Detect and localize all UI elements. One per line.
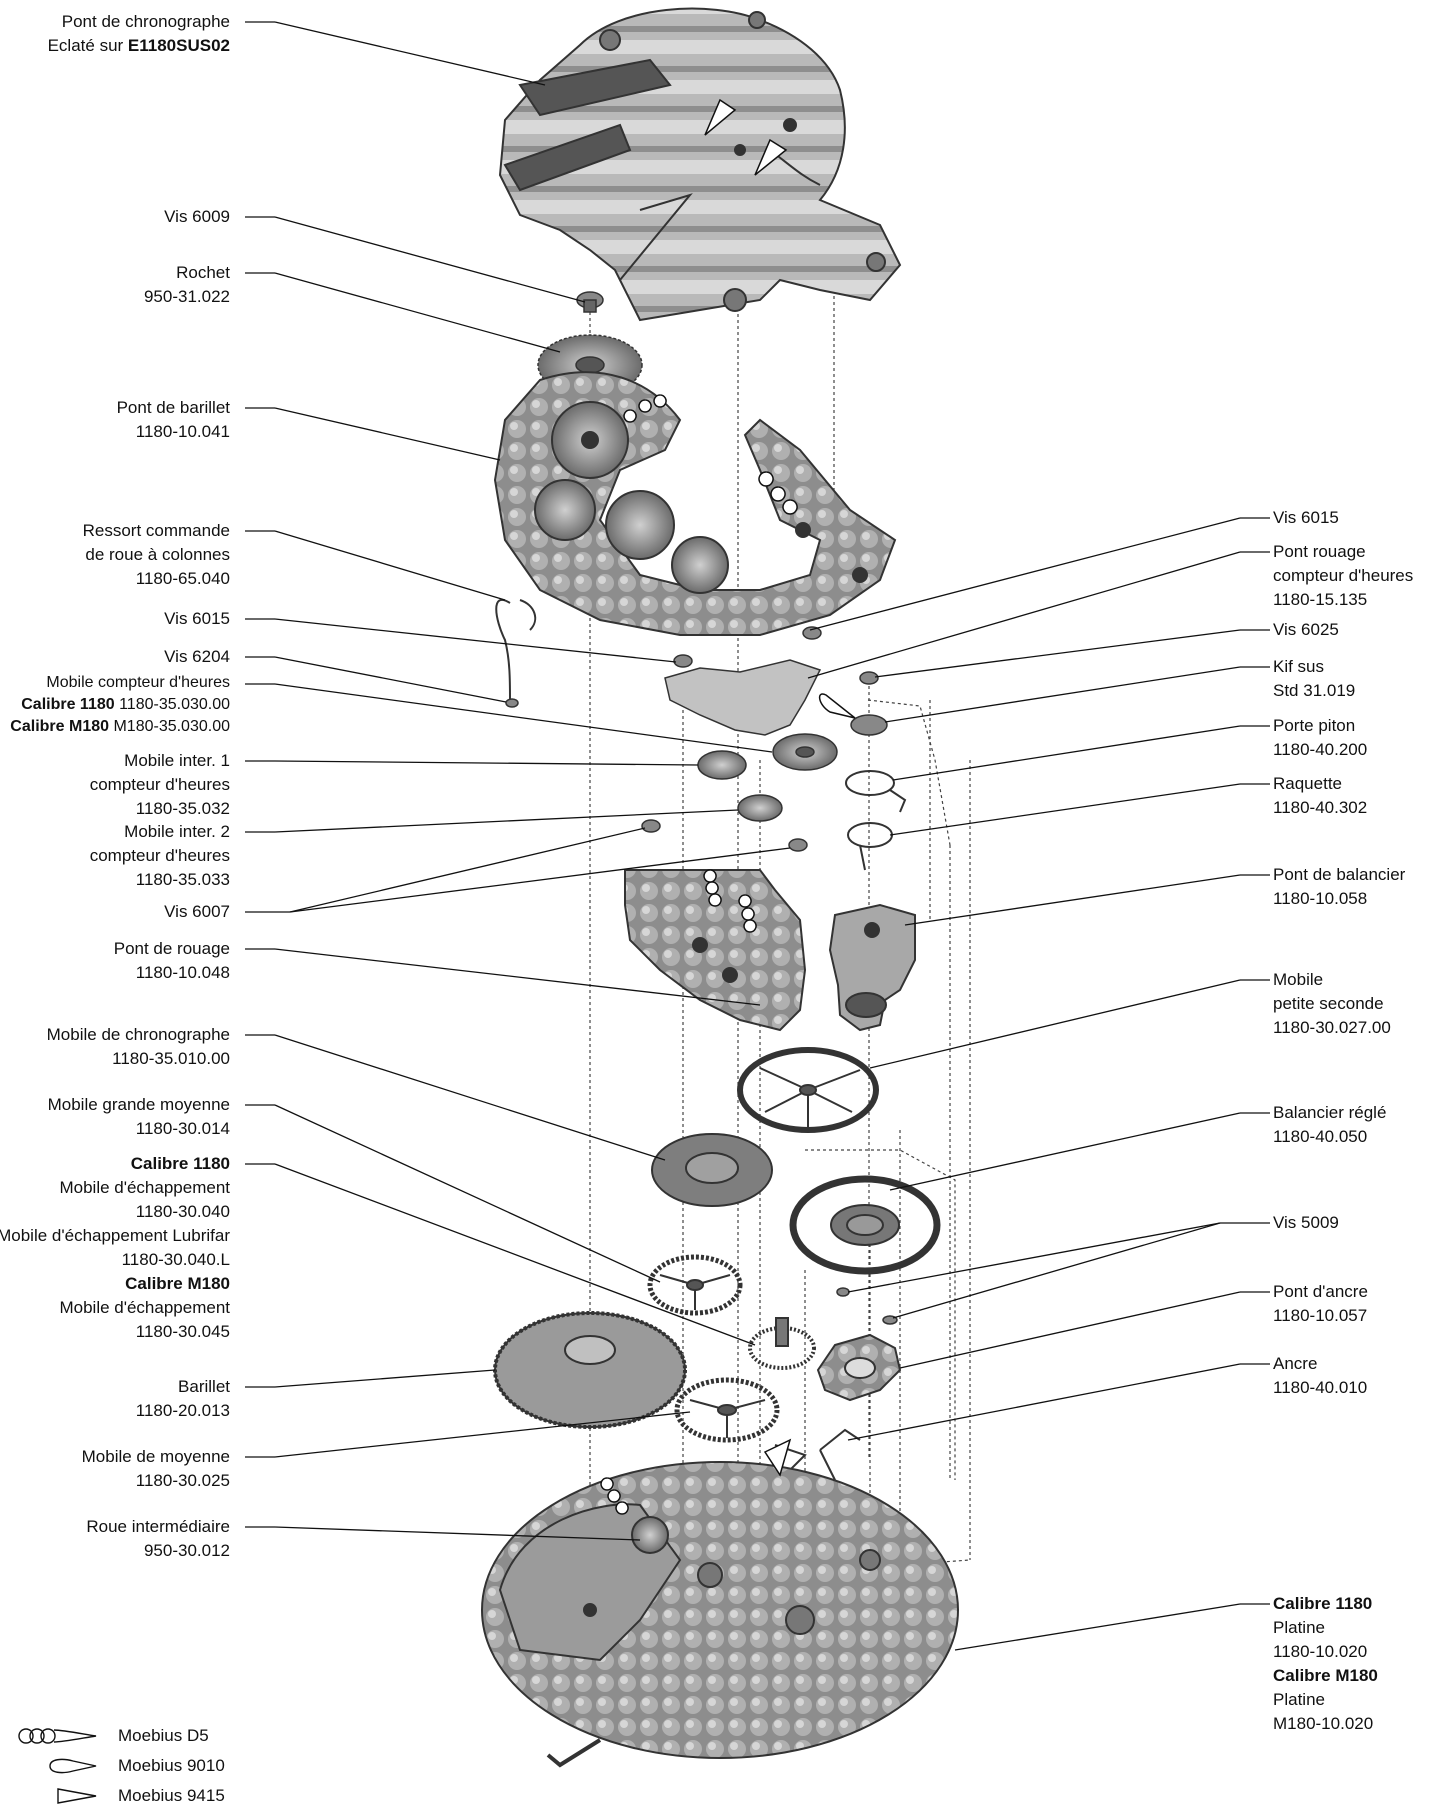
chronograph-bridge bbox=[498, 7, 902, 322]
label-stud-holder: Porte piton 1180-40.200 bbox=[1273, 716, 1368, 759]
column-wheel-spring bbox=[495, 599, 537, 701]
balance-wheel bbox=[789, 1175, 941, 1275]
label-screw-5009: Vis 5009 bbox=[1273, 1213, 1339, 1232]
label-main-plate: Calibre 1180 Platine 1180-10.020 Calibre… bbox=[1273, 1594, 1378, 1733]
small-seconds-wheel bbox=[737, 1047, 879, 1133]
label-regulator: Raquette 1180-40.302 bbox=[1273, 774, 1368, 817]
legend-label: Moebius 9010 bbox=[118, 1756, 225, 1775]
label-ratchet-wheel: Rochet 950-31.022 bbox=[143, 263, 230, 306]
triangle-oiler-icon bbox=[57, 1788, 97, 1804]
escape-wheel bbox=[748, 1317, 816, 1370]
oiler-markers bbox=[600, 98, 856, 1515]
triple-drop-oiler-icon bbox=[18, 1728, 97, 1744]
label-small-seconds-wheel: Mobile petite seconde 1180-30.027.00 bbox=[1273, 970, 1391, 1037]
legend-label: Moebius D5 bbox=[118, 1726, 209, 1745]
intermediate-wheel-2 bbox=[737, 794, 783, 822]
balance-bridge bbox=[828, 903, 916, 1032]
center-wheel bbox=[674, 1377, 780, 1443]
label-hour-counter-train-bridge: Pont rouage compteur d'heures 1180-15.13… bbox=[1273, 542, 1414, 609]
drop-oiler-icon bbox=[49, 1758, 97, 1774]
barrel-bridge bbox=[493, 371, 897, 636]
barrel bbox=[493, 1311, 687, 1429]
label-train-bridge: Pont de rouage 1180-10.048 bbox=[113, 939, 230, 982]
label-screw-6007: Vis 6007 bbox=[164, 902, 230, 921]
label-balance-bridge: Pont de balancier 1180-10.058 bbox=[1273, 865, 1406, 908]
label-kif-shock-absorber: Kif sus Std 31.019 bbox=[1273, 657, 1356, 700]
label-intermediate-wheel: Roue intermédiaire 950-30.012 bbox=[86, 1517, 230, 1560]
chronograph-wheel bbox=[651, 1133, 773, 1207]
label-balance-wheel: Balancier réglé 1180-40.050 bbox=[1273, 1103, 1387, 1146]
screw-6009 bbox=[576, 291, 604, 313]
label-barrel: Barillet 1180-20.013 bbox=[135, 1377, 230, 1420]
intermediate-wheel-1 bbox=[697, 750, 747, 780]
stud-holder bbox=[845, 770, 907, 813]
label-screw-6015-right: Vis 6015 bbox=[1273, 508, 1339, 527]
label-hour-counter-wheel: Mobile compteur d'heures Calibre 1180 11… bbox=[10, 674, 230, 735]
label-screw-6009: Vis 6009 bbox=[164, 207, 230, 226]
train-bridge bbox=[624, 869, 807, 1032]
legend-label: Moebius 9415 bbox=[118, 1786, 225, 1805]
label-column-wheel-spring: Ressort commande de roue à colonnes 1180… bbox=[82, 521, 230, 588]
label-center-wheel: Mobile de moyenne 1180-30.025 bbox=[81, 1447, 230, 1490]
leader-lines bbox=[245, 21, 1270, 1651]
label-pallet-fork: Ancre 1180-40.010 bbox=[1273, 1354, 1368, 1397]
label-screw-6025: Vis 6025 bbox=[1273, 620, 1339, 639]
hour-counter-wheel bbox=[772, 733, 838, 771]
screw-6007 bbox=[641, 819, 808, 852]
label-intermediate-wheel-1: Mobile inter. 1 compteur d'heures 1180-3… bbox=[89, 751, 230, 818]
screw-5009 bbox=[836, 1287, 898, 1325]
label-barrel-bridge: Pont de barillet 1180-10.041 bbox=[116, 398, 230, 441]
third-wheel bbox=[647, 1254, 743, 1316]
label-third-wheel: Mobile grande moyenne 1180-30.014 bbox=[47, 1095, 230, 1138]
pallet-bridge bbox=[816, 1333, 902, 1402]
main-plate bbox=[481, 1461, 959, 1768]
label-pallet-bridge: Pont d'ancre 1180-10.057 bbox=[1273, 1282, 1368, 1325]
label-screw-6015-left: Vis 6015 bbox=[164, 609, 230, 628]
label-escape-wheel: Calibre 1180 Mobile d'échappement 1180-3… bbox=[0, 1154, 230, 1341]
kif-shock-absorber bbox=[850, 714, 888, 736]
hour-counter-train-bridge bbox=[664, 626, 879, 736]
label-intermediate-wheel-2: Mobile inter. 2 compteur d'heures 1180-3… bbox=[89, 822, 230, 889]
label-chronograph-bridge: Pont de chronographe Eclaté sur E1180SUS… bbox=[47, 12, 230, 55]
screw-6204 bbox=[505, 698, 519, 708]
label-screw-6204: Vis 6204 bbox=[164, 647, 230, 666]
regulator bbox=[847, 822, 893, 871]
label-chronograph-wheel: Mobile de chronographe 1180-35.010.00 bbox=[46, 1025, 230, 1068]
